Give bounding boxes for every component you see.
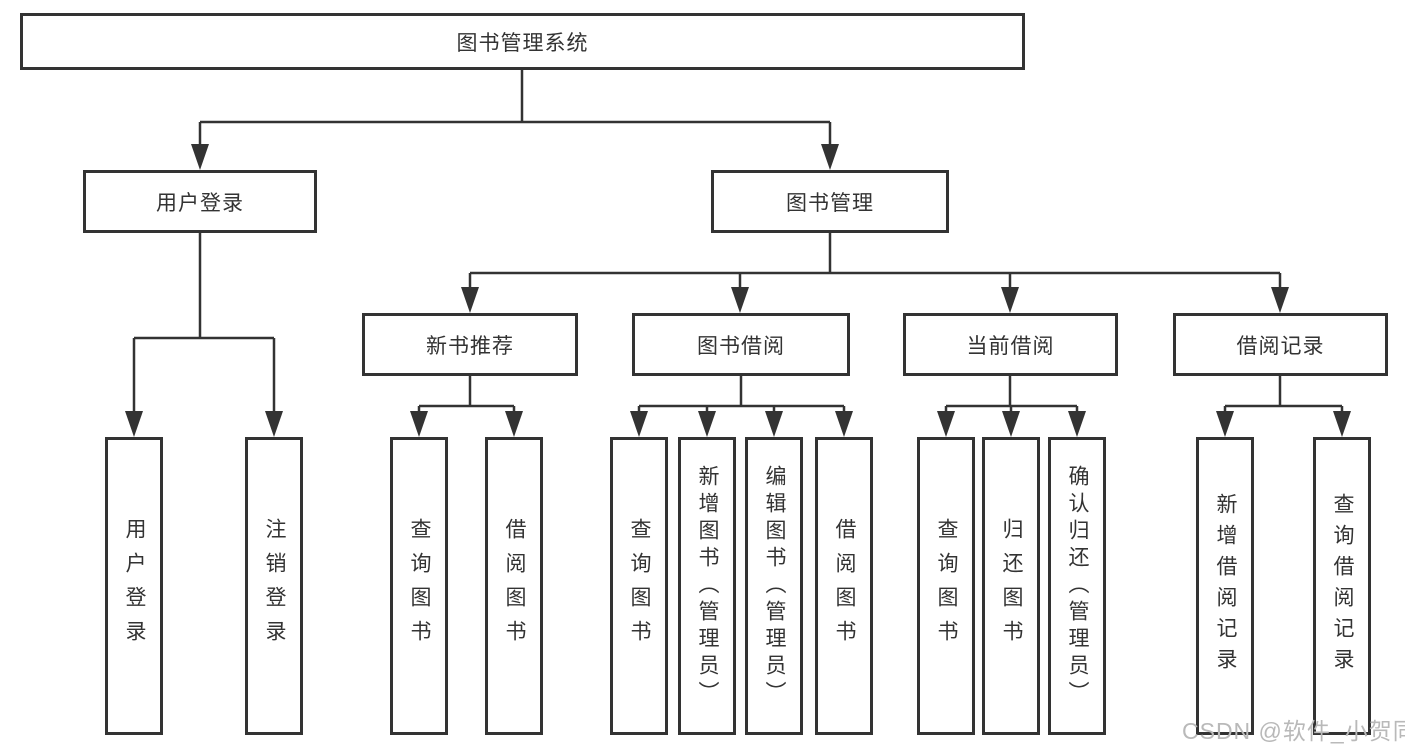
node-new-book-recommend: 新书推荐 [362,313,578,376]
leaf-records-add-borrow-record: 新增借阅记录 [1196,437,1254,735]
leaf-borrow-borrow-books: 借阅图书 [815,437,873,735]
node-book-management-system: 图书管理系统 [20,13,1025,70]
node-book-borrowing: 图书借阅 [632,313,850,376]
leaf-newrec-borrow-books: 借阅图书 [485,437,543,735]
leaf-current-return-books: 归还图书 [982,437,1040,735]
node-book-management: 图书管理 [711,170,949,233]
node-current-borrowing: 当前借阅 [903,313,1118,376]
leaf-current-query-books: 查询图书 [917,437,975,735]
leaf-logout: 注销登录 [245,437,303,735]
leaf-user-login: 用户登录 [105,437,163,735]
leaf-borrow-query-books: 查询图书 [610,437,668,735]
leaf-current-confirm-return-admin: 确认归还（管理员） [1048,437,1106,735]
leaf-borrow-edit-books-admin: 编辑图书（管理员） [745,437,803,735]
csdn-watermark: CSDN @软件_小贺同学 [1182,718,1405,744]
leaf-records-query-borrow-record: 查询借阅记录 [1313,437,1371,735]
leaf-newrec-query-books: 查询图书 [390,437,448,735]
leaf-borrow-add-books-admin: 新增图书（管理员） [678,437,736,735]
arrowheads [125,144,1351,437]
node-borrowing-records: 借阅记录 [1173,313,1388,376]
node-user-login: 用户登录 [83,170,317,233]
